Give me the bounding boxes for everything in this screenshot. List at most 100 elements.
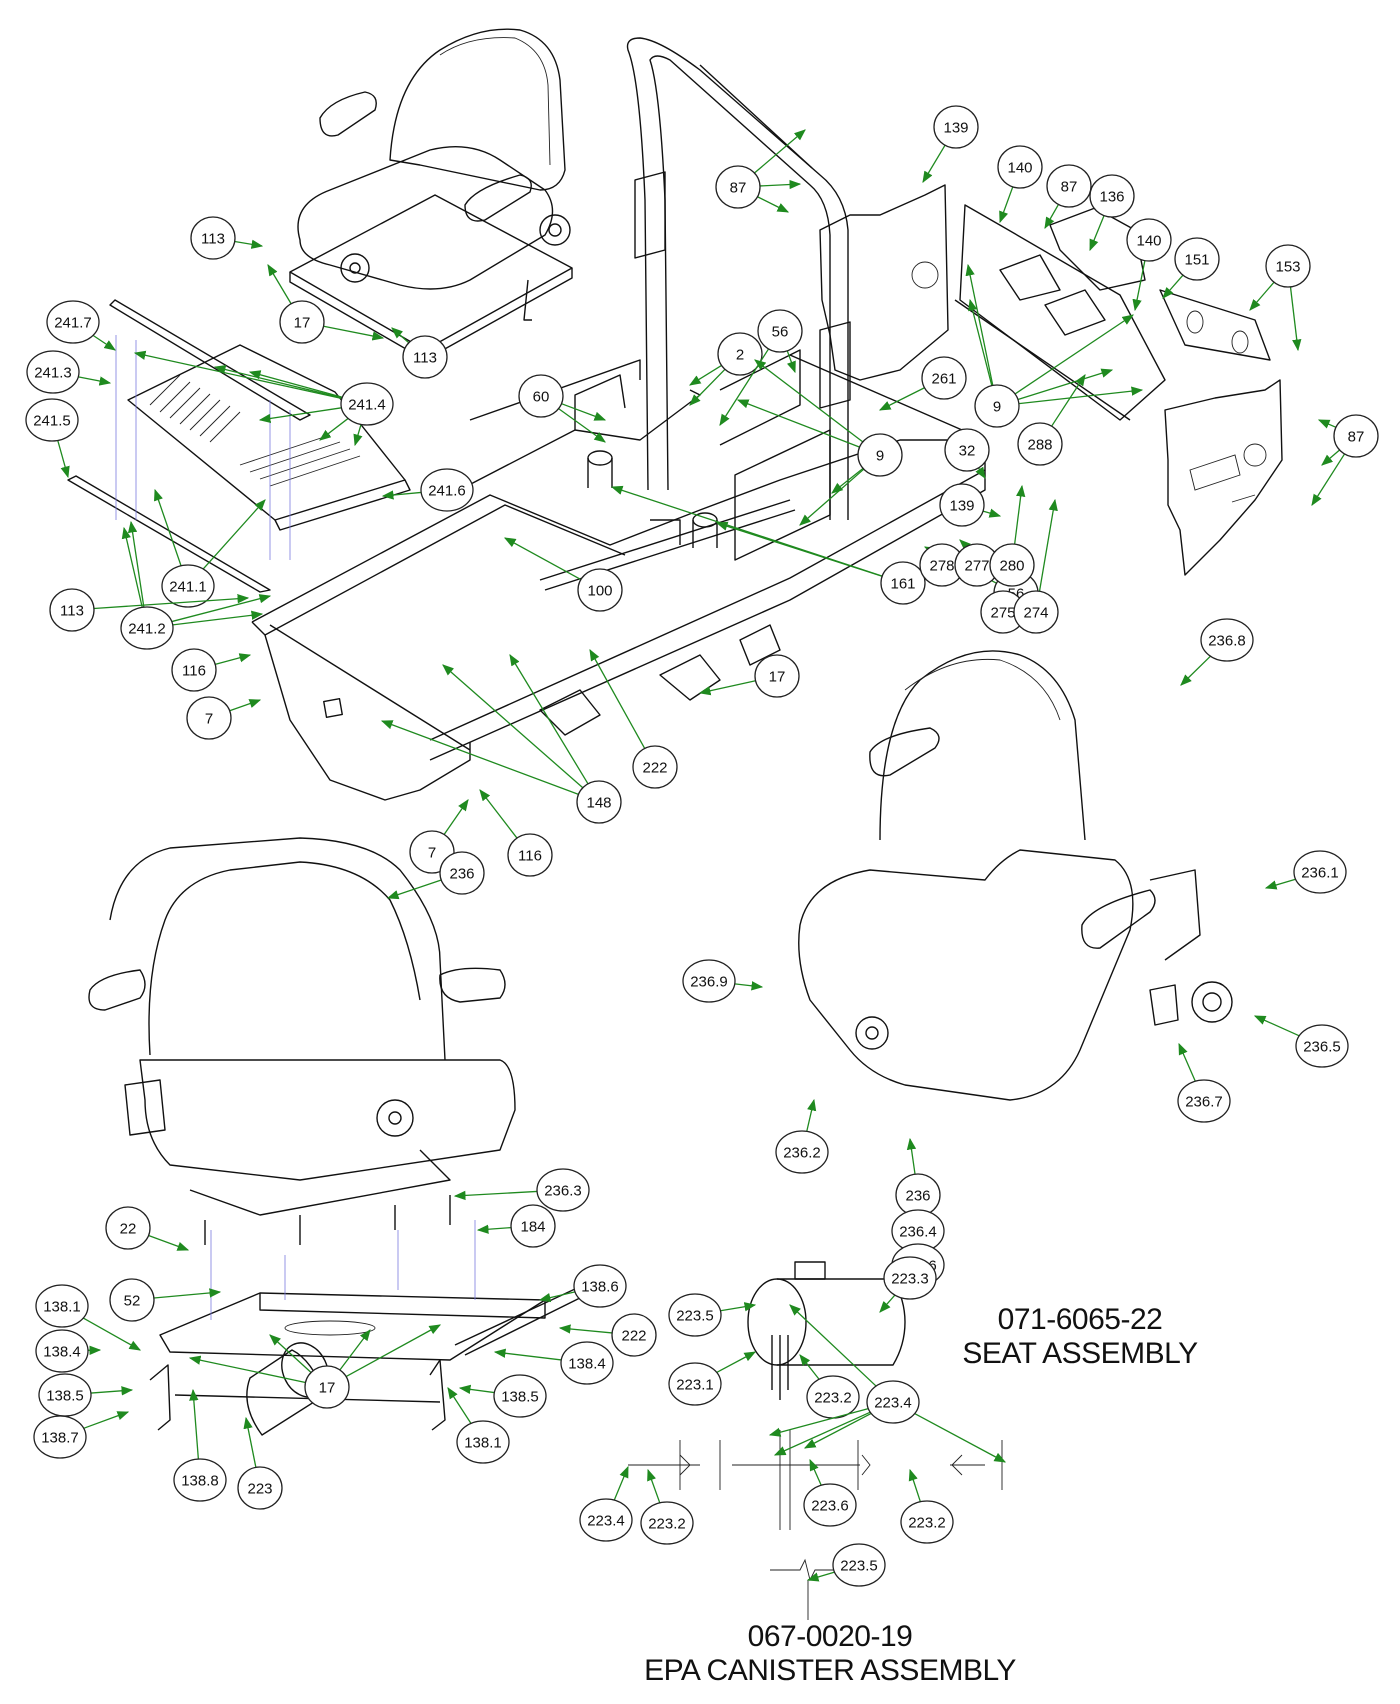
callout-bubble bbox=[439, 851, 485, 895]
callout-140: 140 bbox=[1126, 218, 1172, 262]
callout-label: 236.1 bbox=[1301, 865, 1339, 882]
leader-arrow bbox=[803, 1412, 872, 1449]
leader-arrow bbox=[458, 1384, 495, 1395]
leader-arrow bbox=[57, 440, 70, 479]
seat-mount-plate-drawing bbox=[149, 1220, 601, 1436]
callout-layer: 11317113241.7241.3241.5241.4241.6241.111… bbox=[25, 105, 1379, 1587]
callout-label: 241.3 bbox=[34, 365, 72, 382]
callout-223-3: 223.3 bbox=[883, 1256, 937, 1300]
leader-arrow bbox=[269, 1334, 312, 1373]
callout-241-2: 241.2 bbox=[120, 606, 174, 650]
callout-label: 288 bbox=[1027, 437, 1052, 454]
leader-arrow bbox=[789, 1304, 877, 1387]
callout-label: 280 bbox=[999, 558, 1024, 575]
callout-bubble bbox=[576, 780, 622, 824]
callout-label: 222 bbox=[642, 760, 667, 777]
leader-arrow bbox=[319, 417, 349, 441]
callout-bubble bbox=[304, 1365, 350, 1409]
callout-222: 222 bbox=[632, 745, 678, 789]
callout-bubble bbox=[757, 309, 803, 353]
callout-label: 241.5 bbox=[33, 413, 71, 430]
callout-223-4: 223.4 bbox=[866, 1380, 920, 1424]
callout-bubble bbox=[237, 1466, 283, 1510]
leader-arrow bbox=[148, 1234, 190, 1251]
callout-bubble bbox=[1046, 164, 1092, 208]
callout-bubble bbox=[1174, 237, 1220, 281]
leader-arrow bbox=[1317, 419, 1337, 429]
leader-arrow bbox=[1311, 453, 1346, 506]
callout-label: 138.1 bbox=[464, 1435, 502, 1452]
callout-138-6: 138.6 bbox=[573, 1264, 627, 1308]
callout-label: 116 bbox=[182, 663, 206, 680]
callout-label: 274 bbox=[1023, 605, 1048, 622]
leader-arrow bbox=[339, 1329, 371, 1371]
callout-label: 138.5 bbox=[501, 1389, 539, 1406]
callout-116: 116 bbox=[507, 833, 553, 877]
leader-arrow bbox=[1017, 368, 1114, 401]
leader-arrow bbox=[153, 1288, 222, 1299]
leader-arrow bbox=[715, 521, 883, 577]
callout-bubble bbox=[866, 1380, 920, 1424]
leader-arrow bbox=[1089, 215, 1105, 252]
callout-138-4: 138.4 bbox=[560, 1341, 614, 1385]
callout-label: 148 bbox=[586, 795, 611, 812]
callout-label: 139 bbox=[949, 498, 974, 515]
callout-161: 161 bbox=[880, 561, 926, 605]
callout-label: 140 bbox=[1007, 160, 1032, 177]
callout-label: 161 bbox=[890, 576, 915, 593]
seat-assembly-rear-view-drawing bbox=[88, 837, 516, 1245]
callout-236-2: 236.2 bbox=[775, 1130, 829, 1174]
callout-bubble bbox=[120, 606, 174, 650]
leader-arrow bbox=[153, 488, 182, 566]
leader-arrow bbox=[381, 490, 422, 500]
callout-label: 2 bbox=[736, 347, 744, 364]
callout-label: 236.2 bbox=[783, 1145, 821, 1162]
callout-236-4: 236.4 bbox=[891, 1209, 945, 1253]
callout-label: 113 bbox=[413, 350, 437, 367]
leader-arrow bbox=[248, 370, 343, 398]
leader-arrow bbox=[90, 1386, 134, 1396]
callout-label: 223.4 bbox=[874, 1395, 912, 1412]
leader-arrow bbox=[1162, 274, 1184, 299]
callout-bubble bbox=[560, 1341, 614, 1385]
leader-arrow bbox=[1044, 204, 1060, 230]
callout-label: 116 bbox=[518, 848, 542, 865]
leader-arrow bbox=[509, 653, 589, 785]
callout-138-1: 138.1 bbox=[456, 1420, 510, 1464]
callout-label: 223.5 bbox=[840, 1558, 878, 1575]
callout-label: 236.5 bbox=[1303, 1039, 1341, 1056]
callout-label: 223.2 bbox=[908, 1515, 946, 1532]
callout-280: 280 bbox=[989, 543, 1035, 587]
callout-label: 138.6 bbox=[581, 1279, 619, 1296]
callout-113: 113 bbox=[49, 588, 95, 632]
callout-274: 274 bbox=[1013, 590, 1059, 634]
callout-bubble bbox=[989, 543, 1035, 587]
callout-277: 277 bbox=[954, 543, 1000, 587]
seat-assembly-large-drawing bbox=[798, 650, 1233, 1101]
callout-9: 9 bbox=[857, 433, 903, 477]
leader-arrow bbox=[716, 1351, 757, 1374]
callout-138-1: 138.1 bbox=[35, 1284, 89, 1328]
callout-22: 22 bbox=[105, 1206, 151, 1250]
leader-arrow bbox=[188, 1355, 306, 1384]
callout-label: 7 bbox=[428, 845, 436, 862]
callout-223-2: 223.2 bbox=[640, 1501, 694, 1545]
callout-label: 277 bbox=[964, 558, 989, 575]
leader-arrow bbox=[493, 1348, 562, 1361]
callout-label: 100 bbox=[587, 583, 612, 600]
callout-bubble bbox=[880, 561, 926, 605]
leader-arrow bbox=[92, 334, 116, 351]
epa-canister-assembly-name: EPA CANISTER ASSEMBLY bbox=[644, 1654, 1016, 1687]
leader-arrow bbox=[809, 1458, 822, 1486]
leader-arrow bbox=[914, 1413, 1007, 1463]
callout-bubble bbox=[640, 1501, 694, 1545]
callout-label: 151 bbox=[1184, 252, 1209, 269]
callout-label: 184 bbox=[520, 1219, 545, 1236]
callout-223-5: 223.5 bbox=[668, 1293, 722, 1337]
callout-label: 52 bbox=[124, 1293, 141, 1310]
callout-label: 223.1 bbox=[676, 1377, 714, 1394]
leader-arrow bbox=[229, 699, 262, 712]
callout-bubble bbox=[340, 382, 394, 426]
callout-label: 223 bbox=[247, 1481, 272, 1498]
callout-bubble bbox=[109, 1278, 155, 1322]
